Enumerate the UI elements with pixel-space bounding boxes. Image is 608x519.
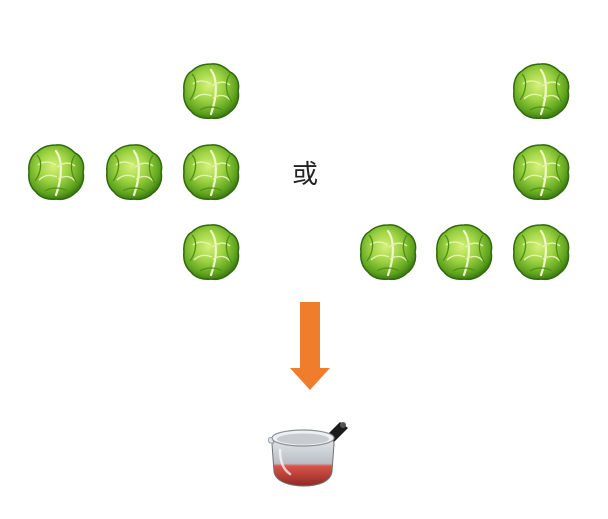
cabbage-icon: [510, 60, 572, 122]
or-label: 或: [292, 160, 319, 190]
cabbage-icon: [180, 60, 242, 122]
cabbage-icon: [433, 221, 495, 283]
down-arrow-icon: [289, 302, 331, 390]
cabbage-icon: [103, 141, 165, 203]
cabbage-icon: [510, 221, 572, 283]
cabbage-icon: [180, 141, 242, 203]
cabbage-icon: [180, 221, 242, 283]
cabbage-icon: [357, 221, 419, 283]
cabbage-icon: [510, 141, 572, 203]
cooking-pot-icon: [264, 414, 352, 490]
cabbage-icon: [25, 141, 87, 203]
